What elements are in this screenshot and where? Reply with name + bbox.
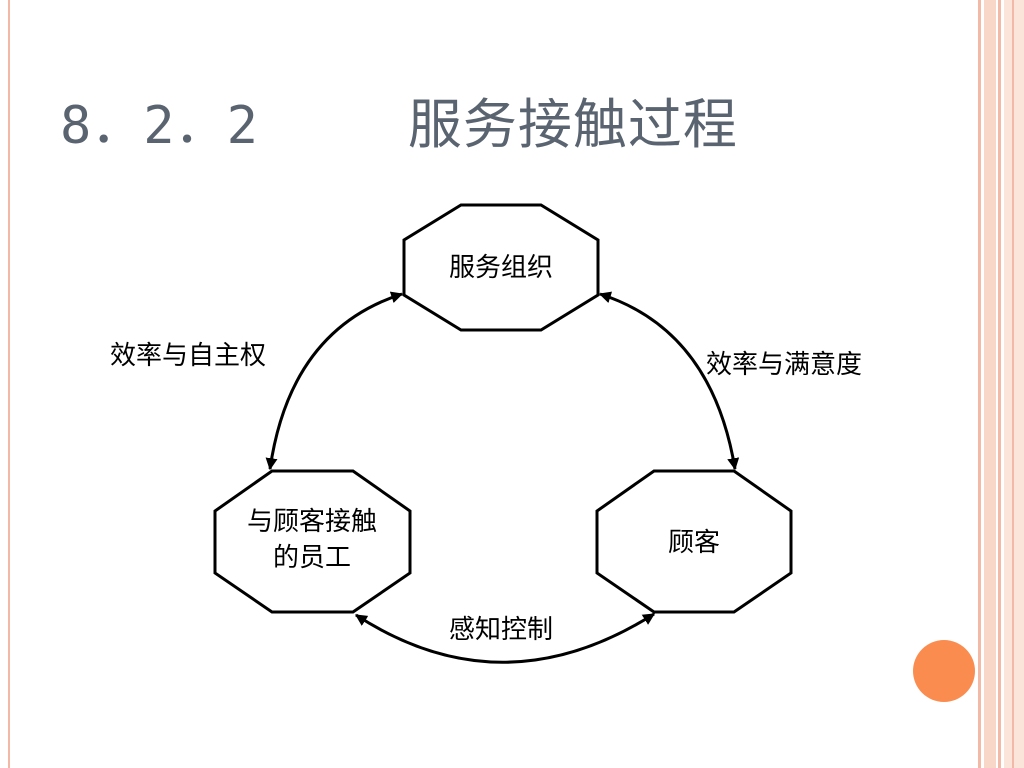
section-number: 8．2．2 xyxy=(60,96,258,156)
node-organization-label: 服务组织 xyxy=(449,253,553,283)
edge-employee-customer-label: 感知控制 xyxy=(449,615,553,645)
right-stripe xyxy=(1012,0,1014,768)
node-employee xyxy=(213,469,412,614)
left-border xyxy=(8,0,10,768)
edge-org-employee-label: 效率与自主权 xyxy=(110,341,266,371)
page-title: 8．2．2 服务接触过程 xyxy=(60,90,738,160)
node-organization xyxy=(402,203,600,332)
section-title: 服务接触过程 xyxy=(407,93,738,156)
node-employee-label-line1: 与顾客接触 xyxy=(247,507,377,537)
edge-employee-customer xyxy=(354,612,656,664)
right-stripe xyxy=(984,0,996,768)
node-customer xyxy=(595,469,793,614)
edge-org-customer xyxy=(598,291,740,471)
node-employee-label-line2: 的员工 xyxy=(273,543,351,573)
edge-org-customer-label: 效率与满意度 xyxy=(706,350,862,380)
right-stripe xyxy=(998,0,1001,768)
accent-dot xyxy=(913,640,975,702)
edge-org-employee xyxy=(265,291,404,471)
right-stripe xyxy=(1004,0,1024,768)
node-customer-label: 顾客 xyxy=(668,528,720,558)
right-stripe xyxy=(978,0,981,768)
